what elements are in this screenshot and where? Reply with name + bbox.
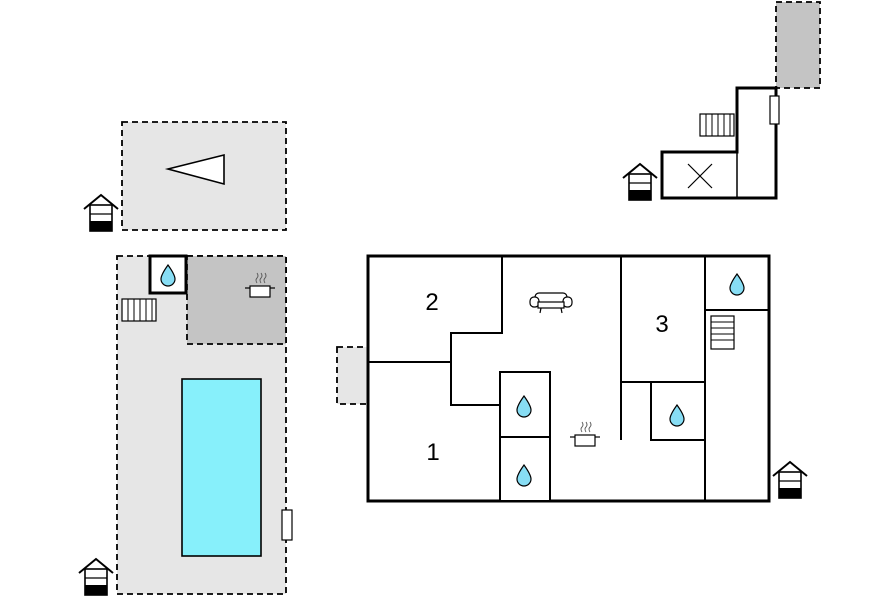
sofa-icon [529, 292, 573, 314]
room-label-1: 1 [426, 439, 439, 466]
pool-icon [181, 378, 262, 557]
stairs-icon [710, 315, 735, 350]
stairs-icon [699, 113, 735, 137]
side-terrace [336, 346, 369, 405]
covered-kitchen-area [186, 255, 287, 345]
room-label-2: 2 [425, 289, 438, 316]
entrance-icon [772, 461, 808, 499]
annex-x-mark [687, 163, 713, 189]
entrance-icon [83, 194, 119, 232]
stairs-icon [121, 298, 157, 322]
terrace-window [281, 509, 293, 541]
interior-walls [368, 256, 769, 501]
room-label-3: 3 [655, 311, 668, 338]
annex-covered-area [775, 1, 821, 89]
wind-direction-icon [164, 153, 225, 186]
entrance-icon [78, 558, 114, 596]
annex-window [769, 95, 780, 125]
annex-walls [660, 86, 778, 200]
entrance-icon [622, 163, 658, 201]
